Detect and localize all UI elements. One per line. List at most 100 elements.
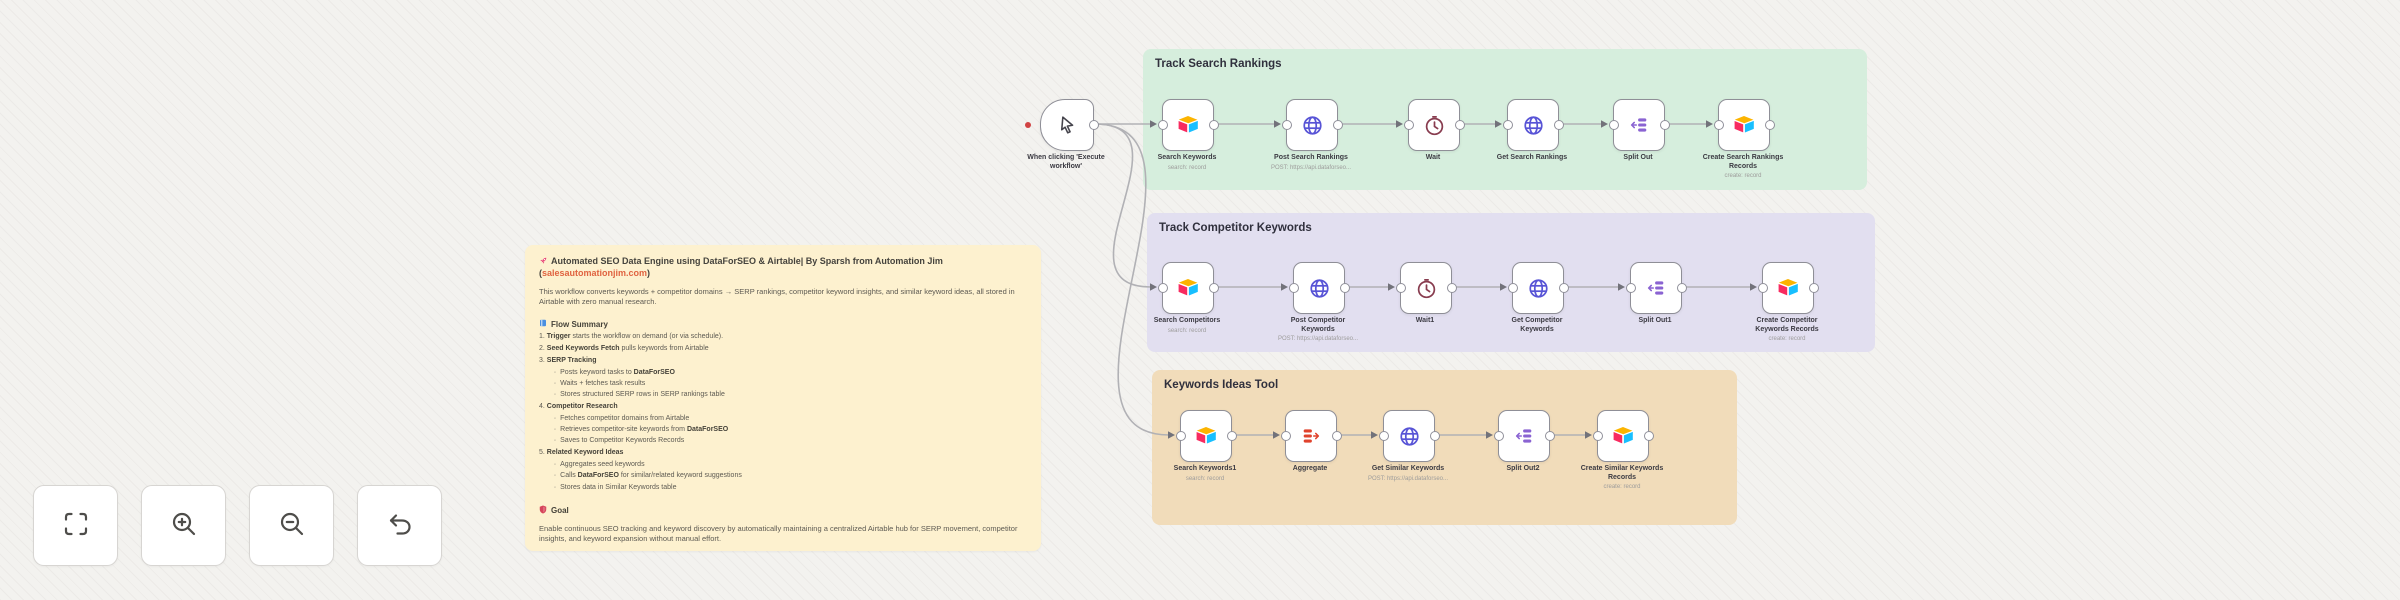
- wait-icon: [1415, 277, 1438, 300]
- output-port[interactable]: [1544, 431, 1555, 441]
- node-post-competitor-keywords[interactable]: [1288, 262, 1350, 314]
- group-note-track-competitor-keywords[interactable]: Track Competitor Keywords: [1147, 213, 1875, 352]
- node-wait1[interactable]: [1395, 262, 1457, 314]
- input-port[interactable]: [1395, 283, 1406, 293]
- summary-item: 1. Trigger starts the workflow on demand…: [539, 333, 724, 341]
- http-icon: [1527, 277, 1550, 300]
- summary-subitem: ◦Calls DataForSEO for similar/related ke…: [554, 472, 742, 480]
- input-port[interactable]: [1625, 283, 1636, 293]
- zoom-to-fit-button[interactable]: [33, 485, 118, 566]
- node-wait[interactable]: [1403, 99, 1465, 151]
- issue-indicator-dot: [1025, 122, 1031, 128]
- node-post-search-rankings[interactable]: [1281, 99, 1343, 151]
- input-port[interactable]: [1507, 283, 1518, 293]
- node-create-competitor-keywords-records[interactable]: [1757, 262, 1819, 314]
- output-port[interactable]: [1676, 283, 1687, 293]
- zoom-out-icon: [277, 509, 307, 542]
- airtable-icon: [1176, 276, 1200, 300]
- connection-arrow: [1150, 120, 1157, 128]
- wait-icon: [1423, 114, 1446, 137]
- sticky-link[interactable]: salesautomationjim.com: [542, 268, 648, 278]
- output-port[interactable]: [1332, 120, 1343, 130]
- flow-summary-list: 1. Trigger starts the workflow on demand…: [539, 333, 1027, 492]
- input-port[interactable]: [1157, 120, 1168, 130]
- output-port[interactable]: [1208, 283, 1219, 293]
- input-port[interactable]: [1157, 283, 1168, 293]
- summary-subitem: ◦Fetches competitor domains from Airtabl…: [554, 414, 690, 422]
- output-port[interactable]: [1446, 283, 1457, 293]
- split-icon: [1628, 114, 1650, 136]
- zoom-in-button[interactable]: [141, 485, 226, 566]
- output-port[interactable]: [1454, 120, 1465, 130]
- sticky-note-overview[interactable]: Automated SEO Data Engine using DataForS…: [525, 245, 1041, 551]
- cursor-icon: [1055, 113, 1079, 137]
- goal-heading: Goal: [539, 505, 1027, 516]
- connection-arrow: [1618, 283, 1625, 291]
- node-get-search-rankings[interactable]: [1502, 99, 1564, 151]
- node-create-search-rankings-records[interactable]: [1713, 99, 1775, 151]
- node-split-out1[interactable]: [1625, 262, 1687, 314]
- output-port[interactable]: [1643, 431, 1654, 441]
- input-port[interactable]: [1378, 431, 1389, 441]
- node-aggregate[interactable]: [1280, 410, 1342, 462]
- zoom-out-button[interactable]: [249, 485, 334, 566]
- input-port[interactable]: [1175, 431, 1186, 441]
- node-search-keywords1[interactable]: [1175, 410, 1237, 462]
- summary-subitem: ◦Posts keyword tasks to DataForSEO: [554, 368, 675, 376]
- output-port[interactable]: [1764, 120, 1775, 130]
- connection-arrow: [1601, 120, 1608, 128]
- book-icon: [539, 319, 547, 329]
- http-icon: [1301, 114, 1324, 137]
- connection-wire: [1094, 123, 1170, 436]
- summary-item: 4. Competitor Research: [539, 402, 618, 410]
- output-port[interactable]: [1339, 283, 1350, 293]
- group-title: Track Search Rankings: [1155, 58, 1282, 70]
- connection-arrow: [1486, 431, 1493, 439]
- output-port[interactable]: [1088, 120, 1099, 130]
- input-port[interactable]: [1493, 431, 1504, 441]
- node-split-out2[interactable]: [1493, 410, 1555, 462]
- zoom-in-icon: [169, 509, 199, 542]
- node-get-competitor-keywords[interactable]: [1507, 262, 1569, 314]
- output-port[interactable]: [1659, 120, 1670, 130]
- input-port[interactable]: [1713, 120, 1724, 130]
- summary-item: 5. Related Keyword Ideas: [539, 449, 624, 457]
- output-port[interactable]: [1808, 283, 1819, 293]
- output-port[interactable]: [1558, 283, 1569, 293]
- output-port[interactable]: [1331, 431, 1342, 441]
- connection-arrow: [1273, 431, 1280, 439]
- connection-arrow: [1388, 283, 1395, 291]
- fit-view-icon: [61, 509, 91, 542]
- input-port[interactable]: [1502, 120, 1513, 130]
- node-split-out[interactable]: [1608, 99, 1670, 151]
- summary-subitem: ◦Retrieves competitor-site keywords from…: [554, 426, 729, 434]
- airtable-icon: [1611, 424, 1635, 448]
- summary-subitem: ◦Waits + fetches task results: [554, 379, 646, 387]
- node-create-similar-keywords-records[interactable]: [1592, 410, 1654, 462]
- connection-arrow: [1495, 120, 1502, 128]
- connection-arrow: [1585, 431, 1592, 439]
- input-port[interactable]: [1280, 431, 1291, 441]
- connection-arrow: [1500, 283, 1507, 291]
- input-port[interactable]: [1592, 431, 1603, 441]
- input-port[interactable]: [1281, 120, 1292, 130]
- output-port[interactable]: [1553, 120, 1564, 130]
- node-when-clicking-execute-workflow[interactable]: [1025, 99, 1099, 151]
- connection-arrow: [1274, 120, 1281, 128]
- flow-summary-heading: Flow Summary: [539, 319, 1027, 329]
- reset-zoom-button[interactable]: [357, 485, 442, 566]
- input-port[interactable]: [1403, 120, 1414, 130]
- node-get-similar-keywords[interactable]: [1378, 410, 1440, 462]
- output-port[interactable]: [1429, 431, 1440, 441]
- input-port[interactable]: [1608, 120, 1619, 130]
- output-port[interactable]: [1208, 120, 1219, 130]
- input-port[interactable]: [1757, 283, 1768, 293]
- input-port[interactable]: [1288, 283, 1299, 293]
- summary-subitem: ◦Stores data in Similar Keywords table: [554, 483, 677, 491]
- connection-arrow: [1706, 120, 1713, 128]
- node-search-keywords[interactable]: [1157, 99, 1219, 151]
- output-port[interactable]: [1226, 431, 1237, 441]
- node-search-competitors[interactable]: [1157, 262, 1219, 314]
